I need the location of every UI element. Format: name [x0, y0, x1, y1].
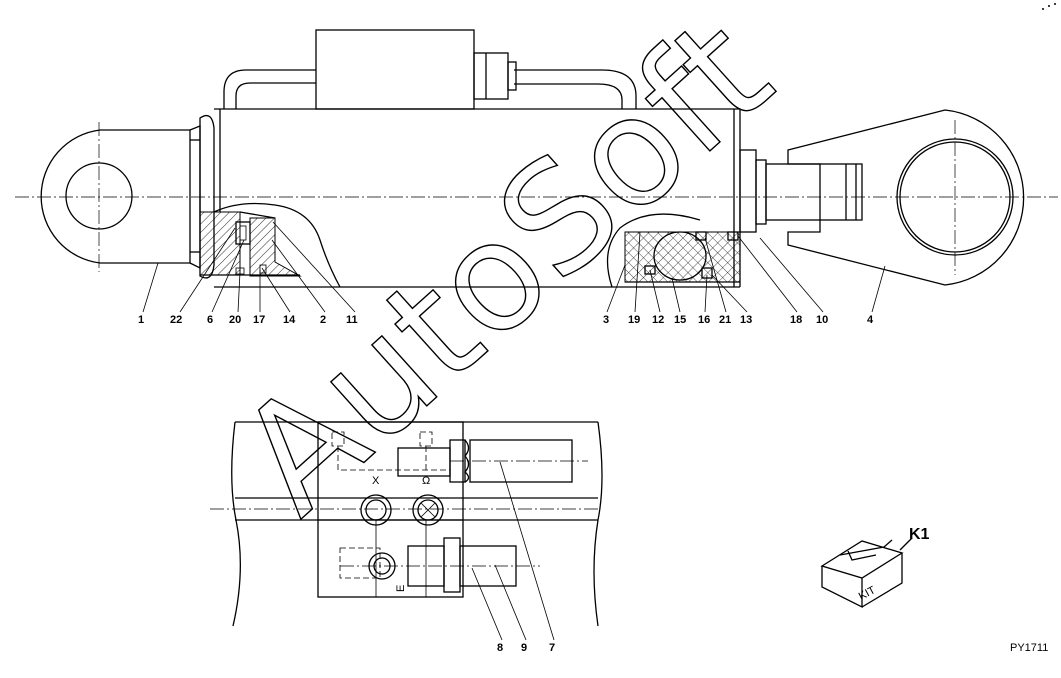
- rod-eye: [40, 114, 215, 279]
- callout-14: 14: [283, 314, 296, 326]
- callout-1: 1: [138, 314, 144, 326]
- callout-11: 11: [346, 314, 358, 326]
- drawing-code: PY1711: [1010, 642, 1048, 654]
- valve-detail-view: X Ω E: [210, 421, 603, 627]
- callout-4: 4: [867, 314, 874, 326]
- cylinder-end-fitting: [739, 149, 863, 233]
- clevis-link: [787, 109, 1025, 286]
- callout-12: 12: [652, 314, 664, 326]
- valve-block-top: [315, 29, 517, 110]
- hose-pipe: [223, 69, 637, 109]
- callout-22: 22: [170, 314, 182, 326]
- callout-15: 15: [674, 314, 686, 326]
- callout-19: 19: [628, 314, 640, 326]
- svg-text:E: E: [395, 585, 407, 592]
- callout-2: 2: [320, 314, 326, 326]
- svg-text:Ω: Ω: [422, 475, 430, 487]
- gland-cutaway: [199, 202, 341, 288]
- callout-21: 21: [719, 314, 731, 326]
- svg-text:X: X: [372, 475, 380, 487]
- callout-9: 9: [521, 642, 527, 654]
- callout-3: 3: [603, 314, 609, 326]
- callout-8: 8: [497, 642, 503, 654]
- callout-18: 18: [790, 314, 802, 326]
- callout-6: 6: [207, 314, 213, 326]
- callout-16: 16: [698, 314, 710, 326]
- callout-7: 7: [549, 642, 555, 654]
- callout-labels: 1 22 6 20 17 14 2 11 3 19 12 15 16 21 13…: [138, 314, 1048, 654]
- callout-17: 17: [253, 314, 265, 326]
- leader-lines: [142, 221, 886, 641]
- corner-marker: [1042, 3, 1056, 10]
- callout-13: 13: [740, 314, 752, 326]
- callout-20: 20: [229, 314, 241, 326]
- kit-label: K1: [909, 526, 930, 543]
- callout-10: 10: [816, 314, 828, 326]
- kit-box-icon: [820, 537, 913, 609]
